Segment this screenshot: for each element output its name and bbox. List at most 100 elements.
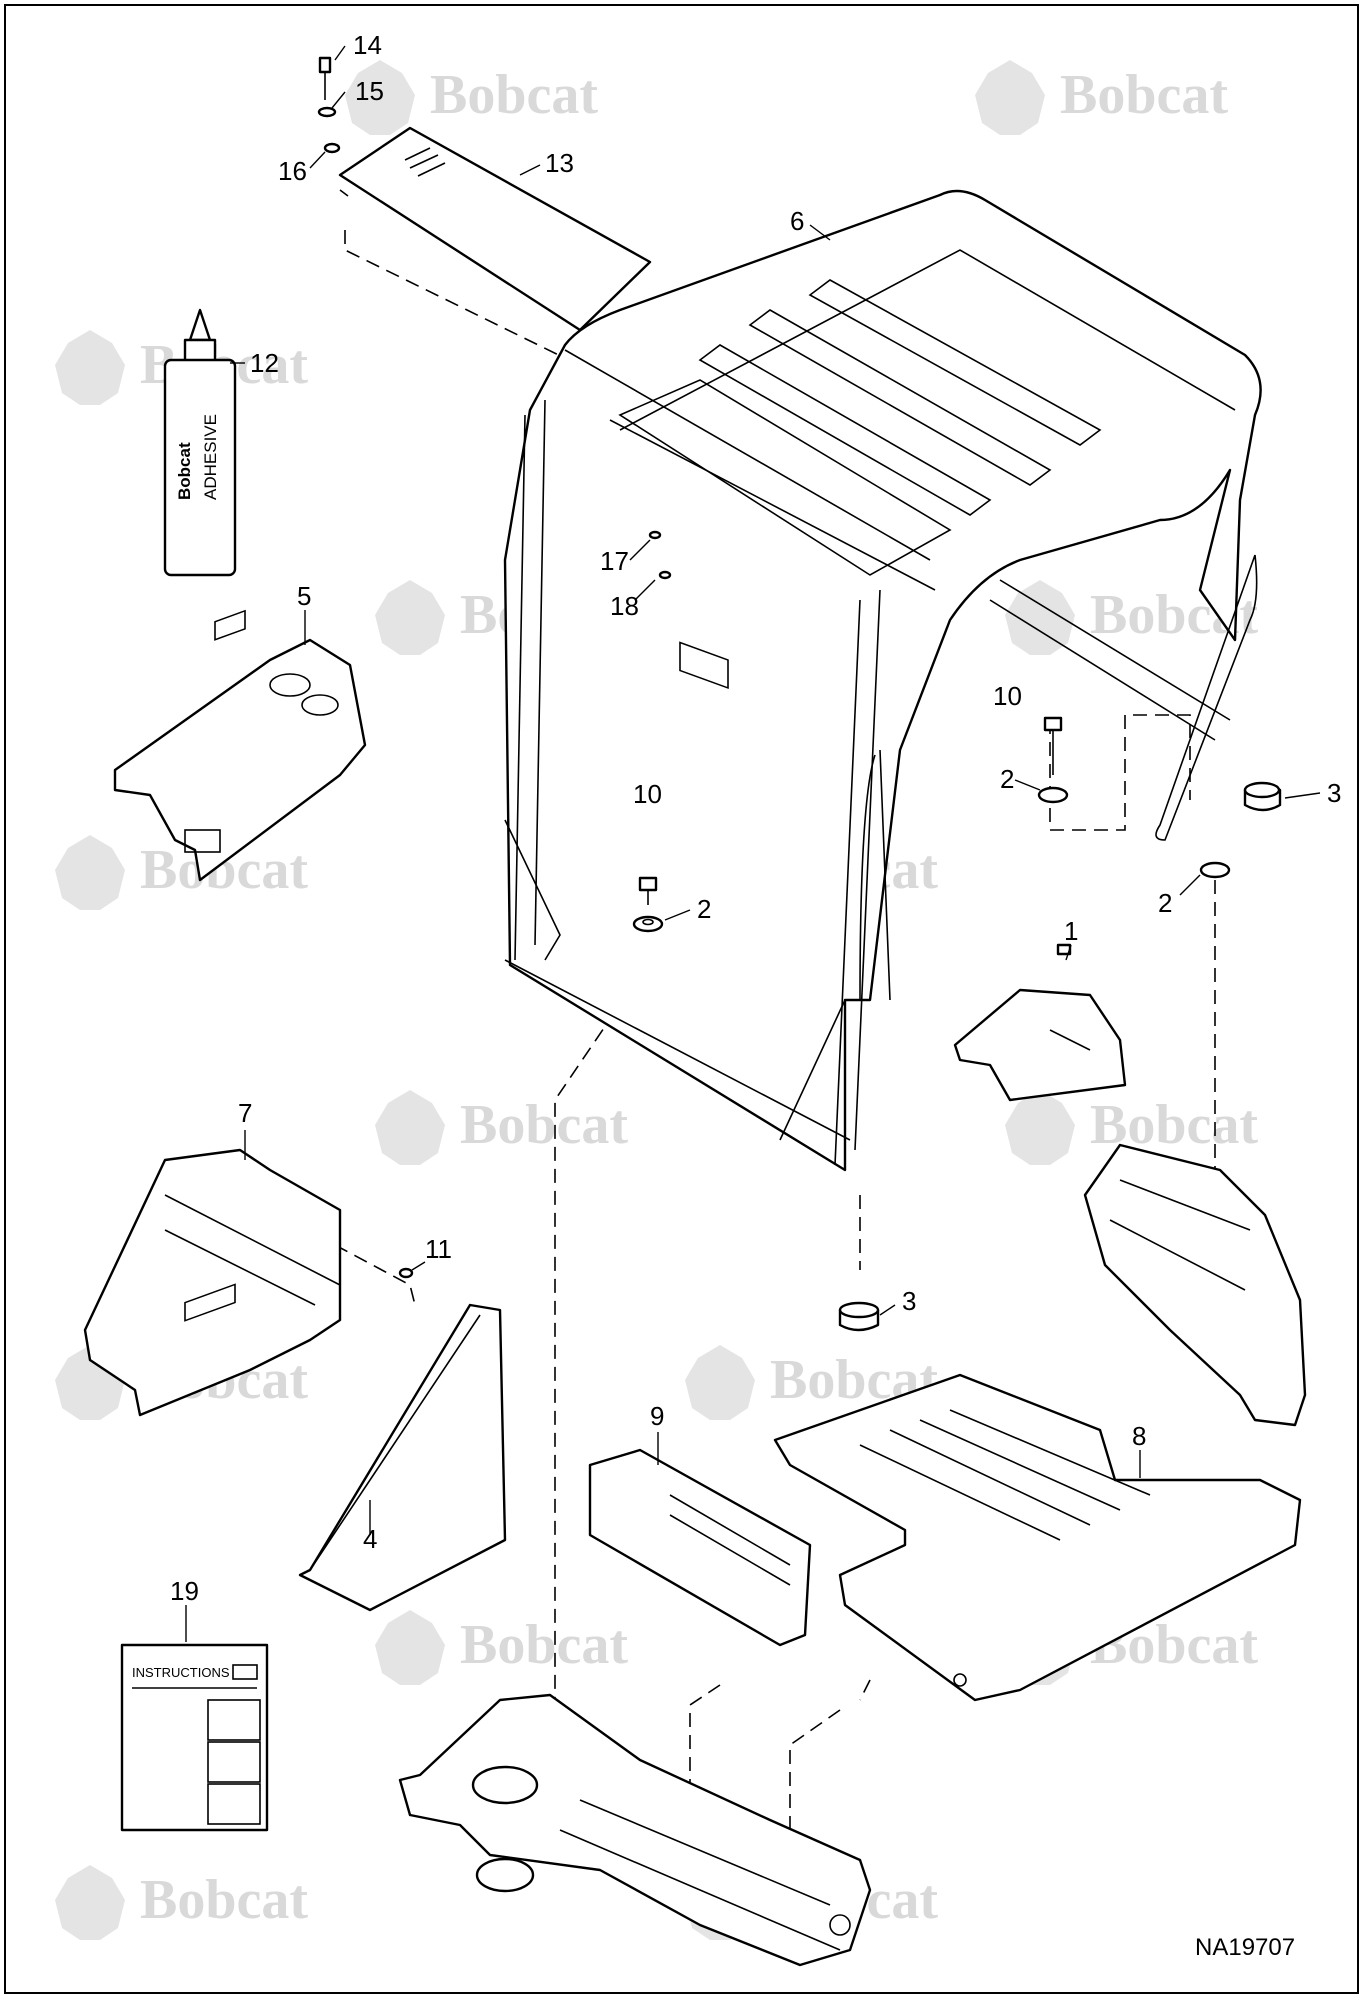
bobcat-head-logo-icon — [375, 580, 445, 655]
console-5 — [113, 609, 367, 882]
instructions-sheet-19: INSTRUCTIONS — [120, 1643, 269, 1832]
frame-pivot-bottom — [475, 1857, 535, 1893]
bobcat-head-logo-icon — [1005, 1090, 1075, 1165]
watermark-text: Bobcat — [460, 1614, 628, 1676]
frame-pivot-top — [471, 1765, 539, 1805]
cover-panel-13 — [338, 126, 652, 337]
main-frame — [398, 1693, 872, 1967]
bobcat-head-logo-icon — [975, 60, 1045, 135]
watermark: Bobcat — [375, 1610, 628, 1685]
tube-cap — [183, 338, 217, 364]
floor-plate-ribs — [859, 1409, 1151, 1541]
canopy-window-pane — [679, 641, 729, 690]
frame-boss — [829, 1914, 851, 1936]
leader-3a — [1284, 792, 1321, 799]
instructions-figure — [207, 1699, 261, 1741]
small-fasteners-17-18 — [648, 530, 672, 580]
canopy-roof-line — [619, 249, 1236, 431]
callout-14: 14 — [353, 30, 382, 60]
adhesive-tube-12: Bobcat ADHESIVE — [163, 308, 237, 577]
bolt-14 — [318, 56, 332, 74]
leader-18 — [634, 579, 656, 601]
grommet-16 — [323, 142, 341, 154]
pillar-left-inner — [534, 399, 546, 946]
mount-line-rear — [1049, 714, 1191, 831]
callout-5: 5 — [297, 581, 311, 611]
cover-rib — [1049, 1029, 1091, 1051]
bobcat-head-logo-icon — [55, 1865, 125, 1940]
instructions-title: INSTRUCTIONS — [132, 1665, 230, 1680]
rear-mount-hardware — [1037, 716, 1231, 879]
pillar-left-front — [514, 414, 526, 961]
floor-plate-outline — [773, 1373, 1302, 1702]
nut-18 — [658, 570, 672, 580]
floor-plate-8 — [773, 1373, 1302, 1702]
callout-11: 11 — [425, 1234, 452, 1264]
frame-detail — [559, 1799, 841, 1951]
rubber-mount-front-top — [838, 1301, 880, 1319]
instructions-sheet — [120, 1643, 269, 1832]
bobcat-head-logo-icon — [1005, 580, 1075, 655]
watermark-text: Bobcat — [1060, 64, 1228, 126]
tray-9 — [588, 1448, 812, 1647]
floor-line-mid — [789, 1709, 841, 1850]
screw-17 — [648, 530, 662, 540]
tube-label-text: ADHESIVE — [201, 414, 220, 500]
callout-9: 9 — [650, 1401, 664, 1431]
canopy-front-edge — [564, 349, 931, 561]
grab-handle-front — [859, 749, 891, 1001]
washer-2-front-hole — [642, 918, 654, 926]
console-cupholder — [301, 694, 339, 716]
watermark: Bobcat — [1005, 1090, 1258, 1165]
canopy-window-frame — [618, 379, 952, 576]
bolt-10-front-head — [638, 876, 658, 892]
callout-16: 16 — [278, 156, 307, 186]
leader-16 — [309, 151, 326, 169]
bobcat-head-logo-icon — [685, 1345, 755, 1420]
leader-3b — [879, 1304, 896, 1316]
tray-ribs — [669, 1494, 791, 1586]
bobcat-head-logo-icon — [375, 1090, 445, 1165]
roof-rib — [808, 279, 1102, 446]
watermark-text: Bobcat — [140, 1869, 308, 1931]
leader-2b — [1014, 779, 1041, 791]
panel-assembly-line — [344, 230, 656, 541]
housing-7 — [83, 1148, 342, 1417]
guard-line — [334, 1244, 416, 1306]
bobcat-head-logo-icon — [55, 330, 125, 405]
callout-2-rear-lower: 2 — [1158, 888, 1172, 918]
cover-shell — [953, 988, 1127, 1102]
bobcat-head-logo-icon — [55, 835, 125, 910]
panel-mark — [404, 147, 431, 161]
rops-canopy-6 — [503, 189, 1262, 1172]
washer-2-rear-lower — [1199, 861, 1231, 879]
fender-detail — [1109, 1179, 1251, 1291]
pillar-left-brace — [504, 819, 561, 961]
instructions-figure — [207, 1741, 261, 1783]
console-outline — [113, 638, 367, 882]
tube-nozzle — [188, 308, 212, 342]
watermark: Bobcat — [345, 60, 598, 135]
guard-edge — [309, 1314, 481, 1571]
fender-right — [1083, 1143, 1307, 1427]
floor-line-right — [859, 1679, 871, 1701]
watermark: Bobcat — [1005, 580, 1258, 655]
console-switch — [214, 609, 246, 641]
rubber-mounts-3 — [838, 781, 1282, 1332]
guard-4 — [298, 1303, 507, 1612]
callout-4: 4 — [363, 1524, 377, 1554]
leader-11 — [411, 1261, 426, 1271]
fender-outline — [1083, 1143, 1307, 1427]
callout-10-rear: 10 — [993, 681, 1022, 711]
callout-labels: 14 15 16 13 6 12 5 17 18 10 10 2 2 2 3 3… — [170, 30, 1341, 1606]
tube-brand-text: Bobcat — [175, 442, 194, 500]
callout-7: 7 — [238, 1098, 252, 1128]
panel-mark — [409, 154, 439, 169]
tube-body — [163, 358, 237, 577]
document-id: NA19707 — [1195, 1934, 1295, 1961]
leader-1 — [1065, 944, 1072, 961]
washer-15 — [317, 106, 337, 118]
canopy-outline — [503, 189, 1262, 1172]
leader-13 — [519, 164, 541, 176]
leader-17 — [629, 539, 651, 561]
